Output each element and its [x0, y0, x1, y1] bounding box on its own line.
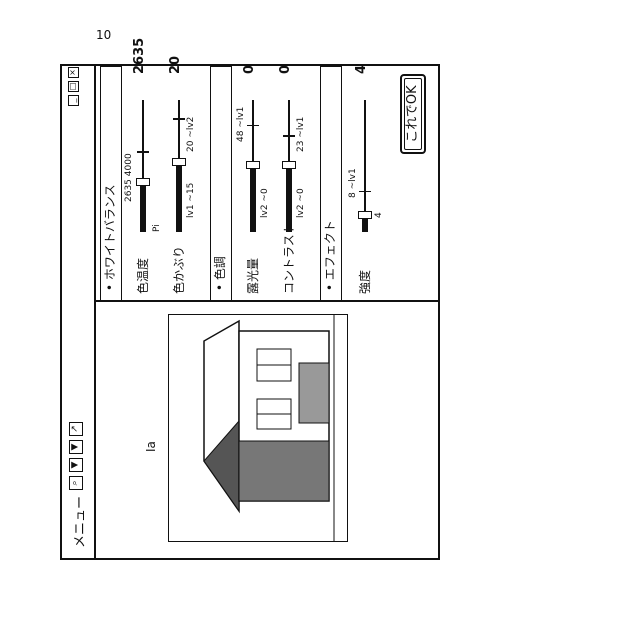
contrast-label: コントラスト: [280, 222, 297, 294]
close-button[interactable]: ×: [68, 67, 79, 78]
preview-image: [168, 314, 348, 542]
contrast-lv2: lv2 ~0: [296, 188, 306, 218]
adjust-panel: • ホワイトバランス 色温度 2635 4000 Pi 2635 色かぶり: [94, 66, 438, 302]
app-window: メニュー ⌕ ▼ ▼ ↗ _ □ ×: [60, 64, 440, 560]
color-temp-slider[interactable]: [140, 100, 146, 232]
tint-marks: 20 ~lv2: [186, 117, 196, 152]
tint-value: 20: [168, 56, 183, 74]
slider-fill: [140, 182, 146, 232]
maximize-button[interactable]: □: [68, 81, 79, 92]
house-illustration: [169, 315, 347, 541]
exposure-slider[interactable]: [250, 100, 256, 232]
rotated-window: メニュー ⌕ ▼ ▼ ↗ _ □ ×: [60, 60, 444, 560]
strength-value: 4: [354, 65, 369, 74]
zoom-icon[interactable]: ⌕: [69, 476, 83, 490]
exposure-value: 0: [242, 65, 257, 74]
strength-low: 4: [374, 212, 384, 218]
contrast-slider[interactable]: [286, 100, 292, 232]
contrast-marks: 23 ~lv1: [296, 117, 306, 152]
slider-tick: [247, 125, 259, 127]
slider-knob[interactable]: [358, 211, 372, 219]
slider-fill: [250, 166, 256, 232]
figure-ref: 10: [96, 28, 111, 42]
exposure-label: 露光量: [244, 258, 261, 294]
slider-tick: [283, 135, 295, 137]
filter-icon[interactable]: ▼: [69, 458, 83, 472]
slider-tick: [359, 191, 371, 193]
contrast-value: 0: [278, 65, 293, 74]
exposure-marks: 48 ~lv1: [236, 107, 246, 142]
tint-slider[interactable]: [176, 100, 182, 232]
color-temp-label: 色温度: [134, 258, 151, 294]
exposure-lv2: lv2 ~0: [260, 188, 270, 218]
tint-label: 色かぶり: [170, 246, 187, 294]
ok-button[interactable]: これでOK: [400, 74, 426, 154]
section-tone: • 色調: [210, 66, 232, 302]
filter-alt-icon[interactable]: ▼: [69, 440, 83, 454]
section-white-balance: • ホワイトバランス: [100, 66, 122, 302]
slider-tick: [173, 118, 185, 120]
title-bar: メニュー ⌕ ▼ ▼ ↗ _ □ ×: [62, 66, 96, 558]
strength-marks: 8 ~lv1: [348, 168, 358, 198]
section-effect: • エフェクト: [320, 66, 342, 302]
slider-fill: [176, 162, 182, 232]
strength-label: 強度: [356, 270, 373, 294]
menu-title: メニュー: [69, 496, 88, 548]
image-pane: Ia: [94, 300, 438, 558]
slider-tick: [137, 151, 149, 153]
color-temp-marks: 2635 4000: [124, 153, 134, 202]
slider-knob[interactable]: [246, 161, 260, 169]
slider-knob[interactable]: [282, 161, 296, 169]
strength-slider[interactable]: [362, 100, 368, 232]
color-temp-value: 2635: [132, 38, 147, 74]
image-ref: Ia: [144, 441, 158, 452]
slider-fill: [286, 166, 292, 232]
slider-knob[interactable]: [136, 178, 150, 186]
minimize-button[interactable]: _: [68, 95, 79, 106]
tint-lv1: lv1 ~15: [186, 183, 196, 218]
share-icon[interactable]: ↗: [69, 422, 83, 436]
color-temp-pi: Pi: [152, 224, 162, 232]
slider-knob[interactable]: [172, 158, 186, 166]
